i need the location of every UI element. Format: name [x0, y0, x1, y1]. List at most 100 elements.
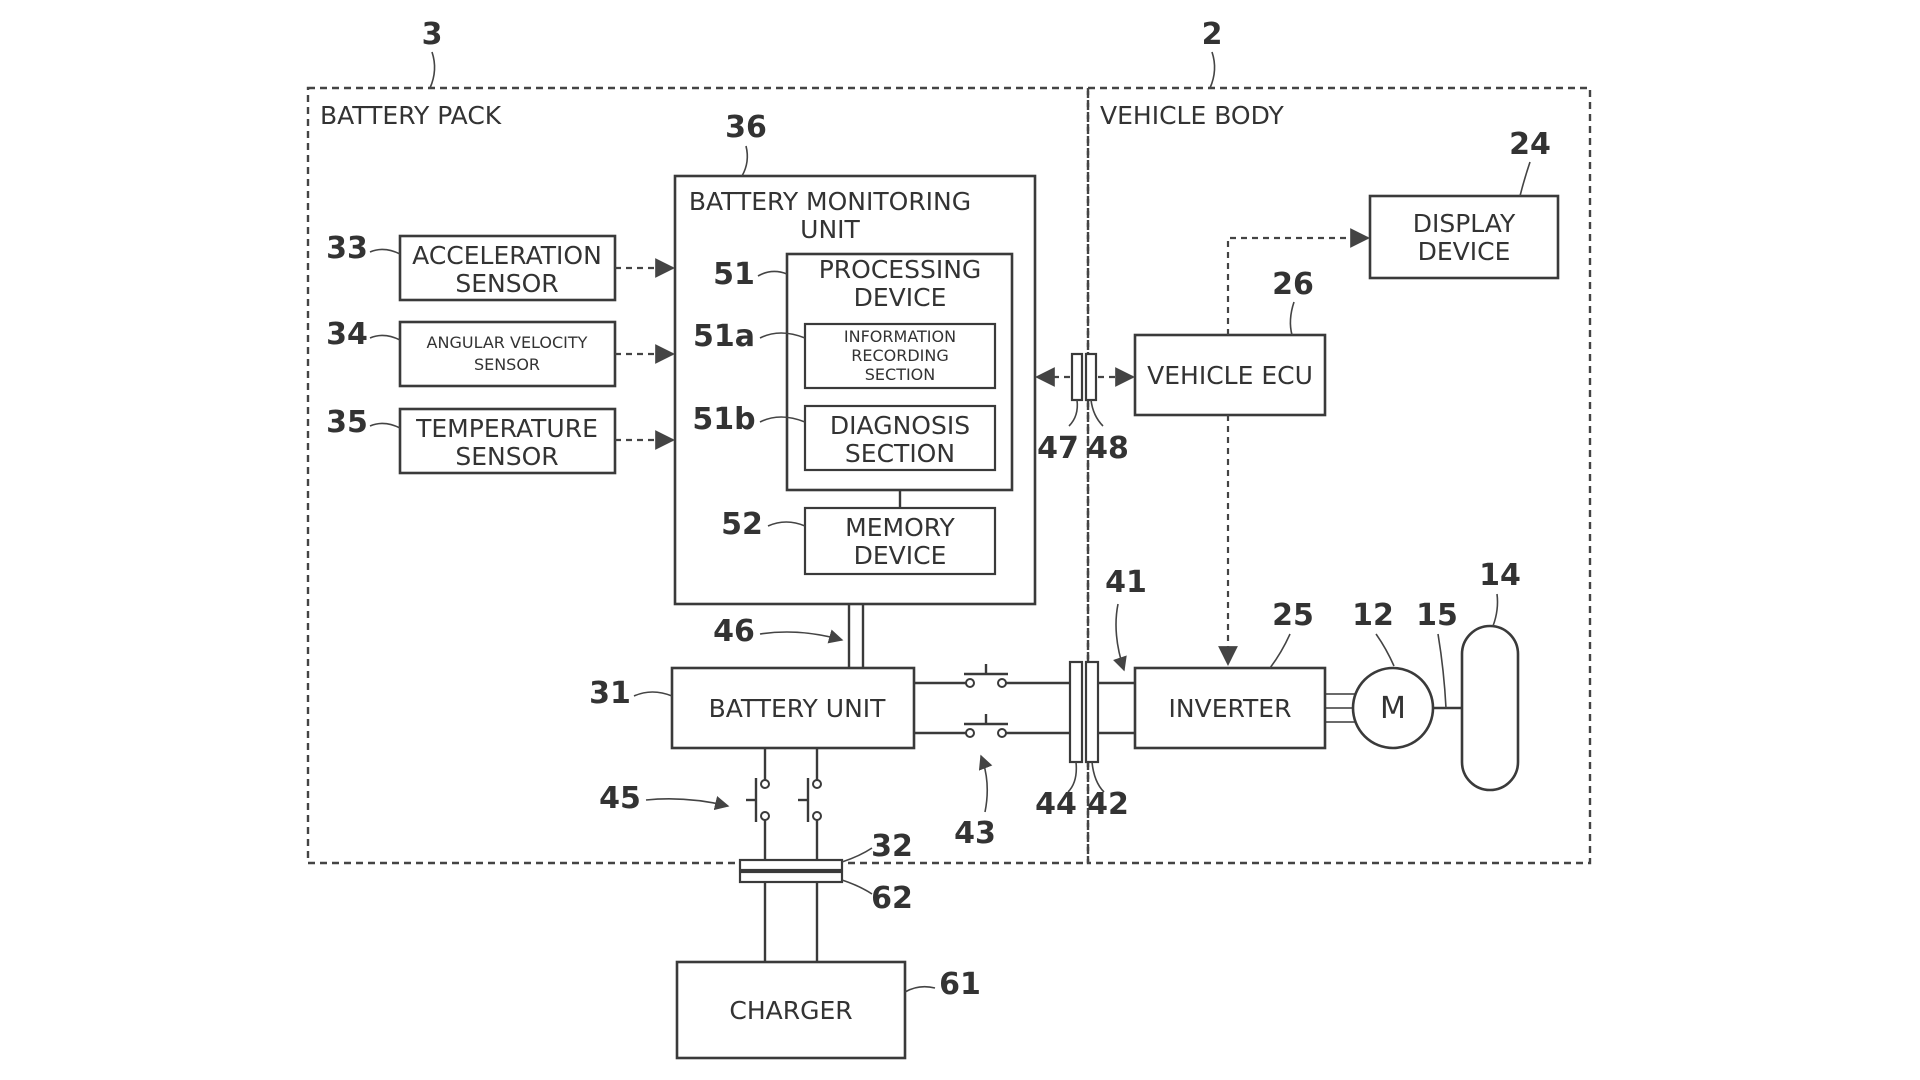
- ref-51a: 51a: [693, 319, 755, 354]
- angular-label-line2: SENSOR: [474, 355, 540, 374]
- ref-51b: 51b: [692, 402, 755, 437]
- ref-33: 33: [326, 231, 368, 266]
- ref-26: 26: [1272, 267, 1314, 302]
- leader-41: [1113, 603, 1127, 672]
- battery-unit: BATTERY UNIT 31: [589, 666, 916, 750]
- temp-label-line1: TEMPERATURE: [415, 414, 598, 443]
- info-label-line2: RECORDING: [851, 346, 949, 365]
- display-label-line2: DEVICE: [1418, 237, 1511, 266]
- leader-26: [1289, 301, 1295, 336]
- leader-14: [1492, 593, 1499, 627]
- temp-label-line2: SENSOR: [455, 442, 558, 471]
- leader-52: [767, 521, 806, 527]
- leader-3: [429, 51, 436, 89]
- signal-line-46: 46: [713, 604, 865, 668]
- leader-15: [1437, 633, 1447, 709]
- ref-42: 42: [1087, 787, 1129, 822]
- ref-31: 31: [589, 676, 631, 711]
- ref-52: 52: [721, 507, 763, 542]
- leader-35: [369, 422, 401, 429]
- memory-label-line1: MEMORY: [845, 513, 955, 542]
- temperature-sensor: TEMPERATURE SENSOR 35: [326, 405, 675, 475]
- wheel: 14: [1460, 558, 1521, 792]
- ref-15: 15: [1416, 598, 1458, 633]
- angular-velocity-sensor: ANGULAR VELOCITY SENSOR 34: [326, 317, 675, 388]
- accel-label-line2: SENSOR: [455, 269, 558, 298]
- processing-label-line2: DEVICE: [854, 283, 947, 312]
- bmu-label-line2: UNIT: [800, 215, 860, 244]
- leader-51b: [759, 416, 806, 423]
- leader-51: [757, 270, 788, 277]
- ref-12: 12: [1352, 598, 1394, 633]
- diagnosis-label-line1: DIAGNOSIS: [830, 411, 970, 440]
- ref-44: 44: [1035, 787, 1077, 822]
- leader-61: [904, 985, 936, 993]
- ref-51: 51: [713, 257, 755, 292]
- drive-shaft: 15: [1416, 598, 1462, 710]
- ref-36: 36: [725, 110, 767, 145]
- ref-62: 62: [871, 881, 913, 916]
- ecu-to-display-arrow: [1226, 228, 1370, 335]
- leader-48: [1090, 399, 1104, 427]
- leader-46: [759, 629, 844, 644]
- battery-unit-label: BATTERY UNIT: [709, 694, 887, 723]
- leader-34: [369, 334, 401, 341]
- processing-label-line1: PROCESSING: [819, 255, 982, 284]
- diagnosis-label-line2: SECTION: [845, 439, 955, 468]
- motor-label: M: [1380, 691, 1406, 726]
- ref-24: 24: [1509, 127, 1551, 162]
- leader-12: [1375, 633, 1395, 667]
- connector-44-42: 44 42 41: [1035, 565, 1147, 822]
- accel-label-line1: ACCELERATION: [412, 241, 602, 270]
- leader-25: [1269, 633, 1291, 669]
- ref-3: 3: [422, 17, 443, 52]
- vehicle-body-label: VEHICLE BODY: [1100, 101, 1284, 130]
- ref-46: 46: [713, 614, 755, 649]
- ref-32: 32: [871, 829, 913, 864]
- leader-44: [1067, 761, 1078, 793]
- leader-51a: [759, 332, 806, 339]
- inverter-motor-lines: [1325, 693, 1355, 723]
- leader-43: [978, 754, 993, 813]
- relay-45: 45: [599, 748, 822, 860]
- inverter: INVERTER 25: [1133, 598, 1327, 750]
- relay-43: 43: [914, 664, 1070, 851]
- charger-label: CHARGER: [729, 996, 852, 1025]
- vehicle-ecu: VEHICLE ECU 26: [1133, 228, 1370, 666]
- leader-47: [1068, 399, 1079, 427]
- ref-34: 34: [326, 317, 368, 352]
- ref-35: 35: [326, 405, 368, 440]
- connector-47-48: 47 48: [1035, 352, 1135, 466]
- vehicle-ecu-label: VEHICLE ECU: [1147, 361, 1313, 390]
- ref-2: 2: [1202, 17, 1223, 52]
- leader-2: [1209, 51, 1216, 89]
- ref-48: 48: [1087, 431, 1129, 466]
- ref-47: 47: [1037, 431, 1079, 466]
- leader-32: [841, 847, 873, 863]
- charger: CHARGER 61: [675, 960, 981, 1060]
- angular-label-line1: ANGULAR VELOCITY: [427, 333, 588, 352]
- battery-pack-label: BATTERY PACK: [320, 101, 502, 130]
- ref-14: 14: [1479, 558, 1521, 593]
- inverter-label: INVERTER: [1169, 694, 1292, 723]
- leader-42: [1091, 761, 1105, 793]
- display-device: DISPLAY DEVICE 24: [1368, 127, 1560, 280]
- connector-32-62: 32 62: [738, 829, 913, 962]
- leader-33: [369, 248, 401, 255]
- leader-24: [1519, 161, 1531, 197]
- memory-device: MEMORY DEVICE 52: [721, 490, 997, 576]
- ref-61: 61: [939, 967, 981, 1002]
- ref-43: 43: [954, 816, 996, 851]
- acceleration-sensor: ACCELERATION SENSOR 33: [326, 231, 675, 302]
- ref-25: 25: [1272, 598, 1314, 633]
- leader-62: [841, 879, 873, 895]
- bmu-label-line1: BATTERY MONITORING: [689, 187, 971, 216]
- leader-36: [741, 145, 749, 177]
- information-recording-section: INFORMATION RECORDING SECTION 51a: [693, 319, 997, 390]
- diagnosis-section: DIAGNOSIS SECTION 51b: [692, 402, 997, 472]
- info-label-line1: INFORMATION: [844, 327, 956, 346]
- leader-45: [645, 795, 730, 811]
- ref-45: 45: [599, 781, 641, 816]
- memory-label-line2: DEVICE: [854, 541, 947, 570]
